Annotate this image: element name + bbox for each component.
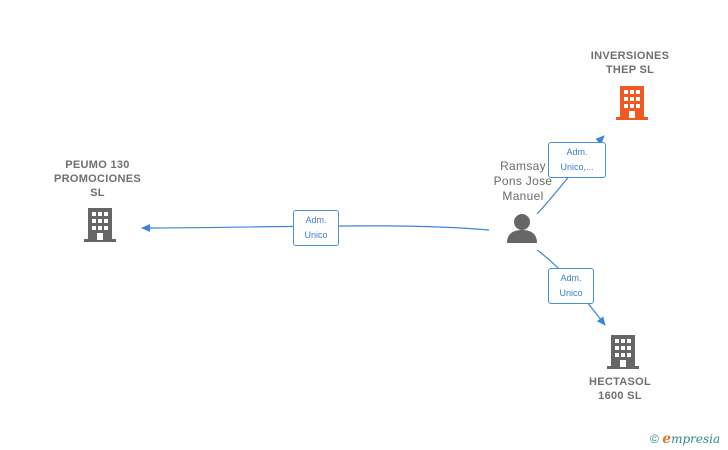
person-name-line: Manuel xyxy=(502,189,544,203)
edge-label-to-inversiones[interactable]: Adm. Unico,... xyxy=(548,142,606,178)
edge-label-to-hectasol[interactable]: Adm. Unico xyxy=(548,268,594,304)
brand-logo: empresia xyxy=(662,431,721,447)
company-name-line: SL xyxy=(90,187,105,199)
edge-label-line: Unico,... xyxy=(560,162,594,172)
company-label-inversiones[interactable]: INVERSIONES THEP SL xyxy=(570,49,690,77)
company-name-line: PROMOCIONES xyxy=(53,173,142,185)
edge-label-line: Adm. xyxy=(566,147,588,157)
edge-label-line: Adm. xyxy=(560,273,582,283)
person-name-line: Pons Jose xyxy=(493,174,553,188)
company-name-line: HECTASOL xyxy=(588,376,652,388)
edge-label-line: Unico xyxy=(304,230,328,240)
brand-e: e xyxy=(662,431,672,447)
brand-rest: mpresia xyxy=(671,432,721,446)
edge-label-line: Unico xyxy=(559,288,583,298)
company-name-line: THEP SL xyxy=(605,64,655,76)
company-label-peumo[interactable]: PEUMO 130 PROMOCIONES SL xyxy=(40,158,155,200)
company-name-line: 1600 SL xyxy=(598,390,642,402)
company-name-line: PEUMO 130 xyxy=(65,159,130,171)
edge-label-to-peumo[interactable]: Adm. Unico xyxy=(293,210,339,246)
company-label-hectasol[interactable]: HECTASOL 1600 SL xyxy=(570,375,670,403)
edge-label-line: Adm. xyxy=(305,215,327,225)
building-icon-peumo[interactable] xyxy=(84,208,116,242)
building-icon-hectasol[interactable] xyxy=(607,335,639,369)
person-name-line: Ramsay xyxy=(500,159,546,173)
copyright-symbol: © xyxy=(650,432,659,446)
empresia-watermark: © empresia xyxy=(650,431,720,447)
company-name-line: INVERSIONES xyxy=(590,50,670,62)
person-icon[interactable] xyxy=(506,212,538,244)
person-label[interactable]: Ramsay Pons Jose Manuel xyxy=(478,159,568,204)
building-icon-inversiones[interactable] xyxy=(616,86,648,120)
